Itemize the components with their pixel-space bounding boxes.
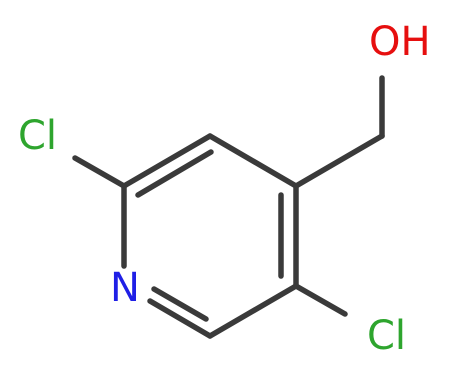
bond-c6-n1-inner <box>151 286 209 322</box>
nitrogen-label: N <box>110 265 140 311</box>
bond-c3-c4 <box>207 133 299 189</box>
chlorine-label-left: Cl <box>18 113 57 159</box>
bond-c5-cl <box>293 283 348 317</box>
bond-c4-ch2 <box>293 133 385 189</box>
bond-c2-c3-inner <box>135 149 214 198</box>
bond-c2-c3 <box>121 133 213 189</box>
bond-c5-c6 <box>207 283 299 339</box>
hydroxyl-label: OH <box>369 19 431 65</box>
bond-c6-n1 <box>147 298 213 339</box>
bond-group <box>72 75 385 339</box>
chlorine-label-right: Cl <box>367 313 406 359</box>
bond-c2-cl <box>72 155 127 189</box>
